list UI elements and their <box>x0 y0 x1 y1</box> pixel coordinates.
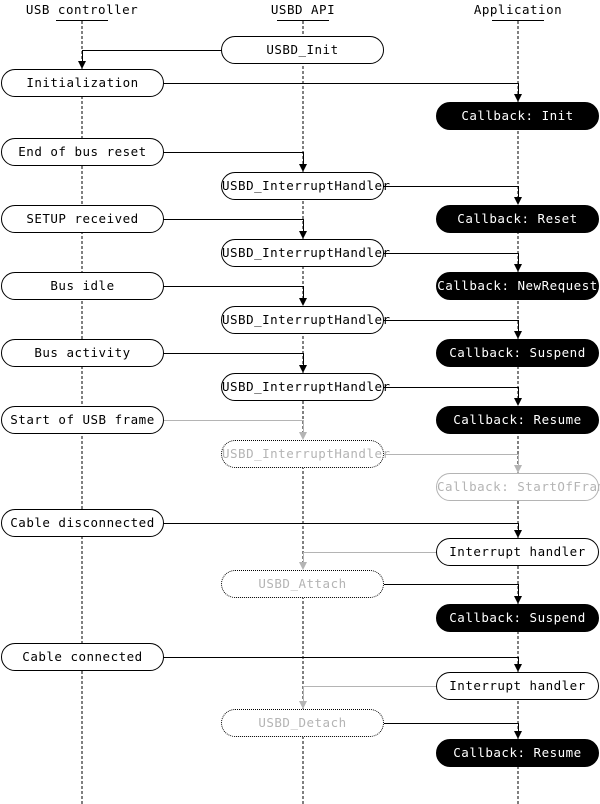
message-box-end-of-bus-reset[interactable]: End of bus reset <box>1 138 164 166</box>
column-header-usbd-api: USBD API <box>270 2 336 17</box>
message-box-bus-idle[interactable]: Bus idle <box>1 272 164 300</box>
conn-disconnected-to-ih6-vertical <box>518 523 519 530</box>
conn-ih1-to-cbreset-vertical <box>518 186 519 197</box>
message-box-callback-newrequest[interactable]: Callback: NewRequest <box>436 272 599 300</box>
message-box-setup-received[interactable]: SETUP received <box>1 205 164 233</box>
conn-ih7-to-detach-horizontal <box>303 686 437 687</box>
message-box-initialization[interactable]: Initialization <box>1 69 164 97</box>
conn-ih3-to-cbsuspend-horizontal <box>383 320 518 321</box>
conn-usbdinit-to-initialization-arrowhead-icon <box>78 61 86 69</box>
conn-initialization-to-cbinit-arrowhead-icon <box>514 94 522 102</box>
conn-busreset-to-ih1-horizontal <box>163 152 303 153</box>
conn-detach-to-cbresume2-vertical <box>518 723 519 731</box>
conn-connected-to-ih7-arrowhead-icon <box>514 664 522 672</box>
conn-initialization-to-cbinit-horizontal <box>163 83 518 84</box>
conn-busactivity-to-ih4-arrowhead-icon <box>299 365 307 373</box>
message-box-interrupt-handler-1[interactable]: USBD_InterruptHandler <box>221 172 390 200</box>
conn-connected-to-ih7-horizontal <box>163 657 518 658</box>
conn-ih7-to-detach-arrowhead-icon <box>299 701 307 709</box>
conn-ih1-to-cbreset-horizontal <box>383 186 518 187</box>
conn-initialization-to-cbinit-vertical <box>518 83 519 94</box>
conn-ih2-to-cbnewrequest-vertical <box>518 253 519 264</box>
column-header-application: Application <box>473 2 563 17</box>
conn-ih4-to-cbresume-arrowhead-icon <box>514 398 522 406</box>
lifeline-usbd-api <box>302 21 304 804</box>
conn-ih1-to-cbreset-arrowhead-icon <box>514 197 522 205</box>
message-box-callback-reset[interactable]: Callback: Reset <box>436 205 599 233</box>
message-box-callback-resume-1[interactable]: Callback: Resume <box>436 406 599 434</box>
conn-busidle-to-ih3-horizontal <box>163 286 303 287</box>
message-box-callback-suspend-1[interactable]: Callback: Suspend <box>436 339 599 367</box>
conn-ih7-to-detach-vertical <box>303 686 304 701</box>
lifeline-cap-application <box>492 20 544 21</box>
conn-ih5-to-cbsof-horizontal <box>383 454 518 455</box>
conn-ih3-to-cbsuspend-arrowhead-icon <box>514 331 522 339</box>
message-box-interrupt-handler-2[interactable]: USBD_InterruptHandler <box>221 239 390 267</box>
conn-ih6-to-attach-arrowhead-icon <box>299 562 307 570</box>
message-box-callback-startofframe[interactable]: Callback: StartOfFrame <box>436 473 600 501</box>
conn-attach-to-cbsuspend2-vertical <box>518 584 519 596</box>
message-box-callback-init[interactable]: Callback: Init <box>436 102 599 130</box>
message-box-start-of-usb-frame[interactable]: Start of USB frame <box>1 406 164 434</box>
message-box-interrupt-handler-4[interactable]: USBD_InterruptHandler <box>221 373 390 401</box>
conn-ih2-to-cbnewrequest-arrowhead-icon <box>514 264 522 272</box>
conn-busidle-to-ih3-vertical <box>303 286 304 298</box>
message-box-callback-suspend-2[interactable]: Callback: Suspend <box>436 604 599 632</box>
conn-busidle-to-ih3-arrowhead-icon <box>299 298 307 306</box>
conn-ih6-to-attach-vertical <box>303 552 304 562</box>
message-box-usbd-detach[interactable]: USBD_Detach <box>221 709 384 737</box>
message-box-cable-connected[interactable]: Cable connected <box>1 643 164 671</box>
conn-connected-to-ih7-vertical <box>518 657 519 664</box>
conn-usbdinit-to-initialization-vertical <box>82 50 83 61</box>
conn-detach-to-cbresume2-horizontal <box>383 723 518 724</box>
conn-busactivity-to-ih4-vertical <box>303 353 304 365</box>
conn-usbdinit-to-initialization-horizontal <box>82 50 222 51</box>
conn-ih4-to-cbresume-horizontal <box>383 387 518 388</box>
lifeline-cap-usb-controller <box>56 20 108 21</box>
conn-ih2-to-cbnewrequest-horizontal <box>383 253 518 254</box>
message-box-callback-resume-2[interactable]: Callback: Resume <box>436 739 599 767</box>
conn-sof-to-ih5-arrowhead-icon <box>299 432 307 440</box>
conn-ih3-to-cbsuspend-vertical <box>518 320 519 331</box>
message-box-interrupt-handler-3[interactable]: USBD_InterruptHandler <box>221 306 390 334</box>
conn-detach-to-cbresume2-arrowhead-icon <box>514 731 522 739</box>
conn-setup-to-ih2-vertical <box>303 219 304 231</box>
conn-setup-to-ih2-horizontal <box>163 219 303 220</box>
conn-sof-to-ih5-horizontal <box>163 420 303 421</box>
message-box-usbd-attach[interactable]: USBD_Attach <box>221 570 384 598</box>
conn-attach-to-cbsuspend2-horizontal <box>383 584 518 585</box>
conn-busactivity-to-ih4-horizontal <box>163 353 303 354</box>
conn-ih5-to-cbsof-vertical <box>518 454 519 465</box>
message-box-interrupt-handler-7[interactable]: Interrupt handler <box>436 672 599 700</box>
conn-busreset-to-ih1-vertical <box>303 152 304 164</box>
conn-ih6-to-attach-horizontal <box>303 552 437 553</box>
conn-setup-to-ih2-arrowhead-icon <box>299 231 307 239</box>
conn-attach-to-cbsuspend2-arrowhead-icon <box>514 596 522 604</box>
message-box-interrupt-handler-6[interactable]: Interrupt handler <box>436 538 599 566</box>
conn-busreset-to-ih1-arrowhead-icon <box>299 164 307 172</box>
message-box-bus-activity[interactable]: Bus activity <box>1 339 164 367</box>
message-box-usbd-init[interactable]: USBD_Init <box>221 36 384 64</box>
conn-disconnected-to-ih6-horizontal <box>163 523 518 524</box>
conn-ih4-to-cbresume-vertical <box>518 387 519 398</box>
lifeline-cap-usbd-api <box>277 20 329 21</box>
conn-disconnected-to-ih6-arrowhead-icon <box>514 530 522 538</box>
conn-sof-to-ih5-vertical <box>303 420 304 432</box>
message-box-interrupt-handler-5[interactable]: USBD_InterruptHandler <box>221 440 390 468</box>
column-header-usb-controller: USB controller <box>25 2 139 17</box>
conn-ih5-to-cbsof-arrowhead-icon <box>514 465 522 473</box>
message-box-cable-disconnected[interactable]: Cable disconnected <box>1 509 164 537</box>
